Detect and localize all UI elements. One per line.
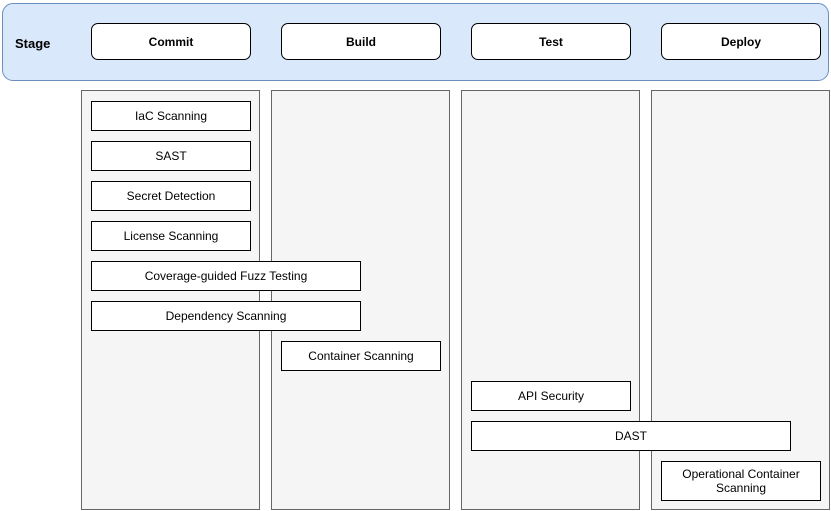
task-container-scanning: Container Scanning — [281, 341, 441, 371]
task-coverage-guided-fuzz-testing: Coverage-guided Fuzz Testing — [91, 261, 361, 291]
stage-node-build: Build — [281, 23, 441, 60]
task-sast: SAST — [91, 141, 251, 171]
task-operational-container-scanning: Operational Container Scanning — [661, 461, 821, 501]
task-api-security: API Security — [471, 381, 631, 411]
task-iac-scanning: IaC Scanning — [91, 101, 251, 131]
task-license-scanning: License Scanning — [91, 221, 251, 251]
stage-header-band: Stage Commit Build Test Deploy — [2, 3, 829, 81]
task-dast: DAST — [471, 421, 791, 451]
lane-build — [271, 90, 450, 510]
stage-node-commit: Commit — [91, 23, 251, 60]
stage-header-label: Stage — [15, 35, 51, 51]
stage-node-deploy: Deploy — [661, 23, 821, 60]
task-dependency-scanning: Dependency Scanning — [91, 301, 361, 331]
stage-node-test: Test — [471, 23, 631, 60]
task-secret-detection: Secret Detection — [91, 181, 251, 211]
